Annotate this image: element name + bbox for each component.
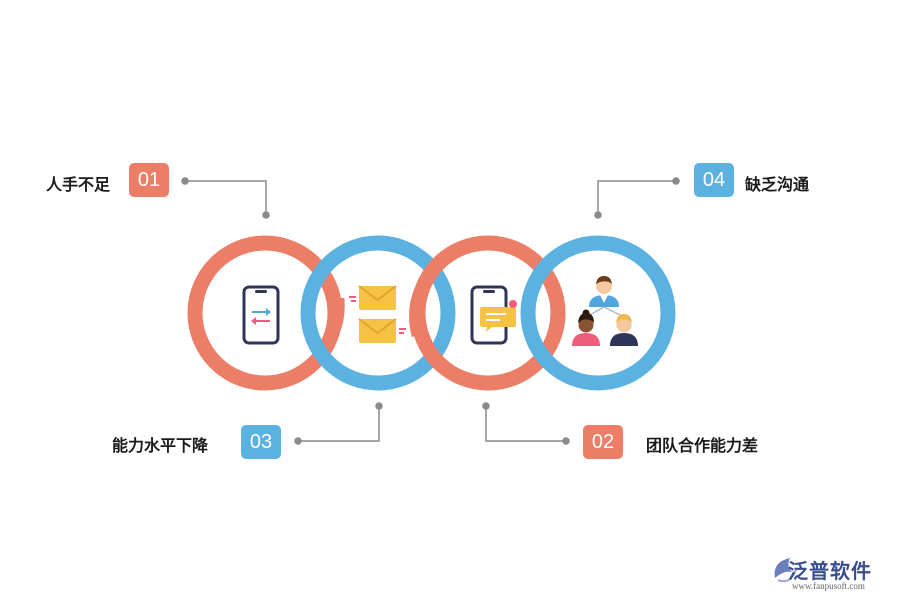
item-04-label: 缺乏沟通 bbox=[745, 175, 810, 194]
connector-04 bbox=[594, 177, 680, 219]
phone-transfer-icon bbox=[242, 285, 280, 345]
rings-group bbox=[187, 235, 676, 391]
item-02-label: 团队合作能力差 bbox=[646, 436, 759, 455]
ring-2 bbox=[300, 235, 456, 391]
connector-01 bbox=[181, 177, 270, 219]
item-03-badge: 03 bbox=[241, 425, 281, 459]
item-01-badge: 01 bbox=[129, 163, 169, 197]
watermark: 泛普软件 www.fanpusoft.com bbox=[758, 555, 888, 595]
watermark-url: www.fanpusoft.com bbox=[792, 581, 865, 591]
ring-4 bbox=[520, 235, 676, 391]
ring-1-overlap bbox=[326, 297, 345, 331]
item-01-label: 人手不足 bbox=[46, 175, 111, 194]
connectors bbox=[181, 177, 680, 445]
team-people-icon bbox=[572, 276, 638, 346]
envelopes-icon bbox=[349, 285, 406, 343]
brand-logo-mark bbox=[774, 558, 797, 583]
ring-3-overlap-right bbox=[546, 312, 566, 339]
phone-message-icon bbox=[470, 285, 517, 345]
item-04-badge: 04 bbox=[694, 163, 734, 197]
connector-02 bbox=[482, 402, 570, 445]
connector-03 bbox=[294, 402, 383, 445]
watermark-name: 泛普软件 bbox=[788, 559, 872, 583]
item-02-badge: 02 bbox=[583, 425, 623, 459]
item-03-label: 能力水平下降 bbox=[112, 436, 209, 455]
ring-3-overlap bbox=[409, 288, 429, 337]
